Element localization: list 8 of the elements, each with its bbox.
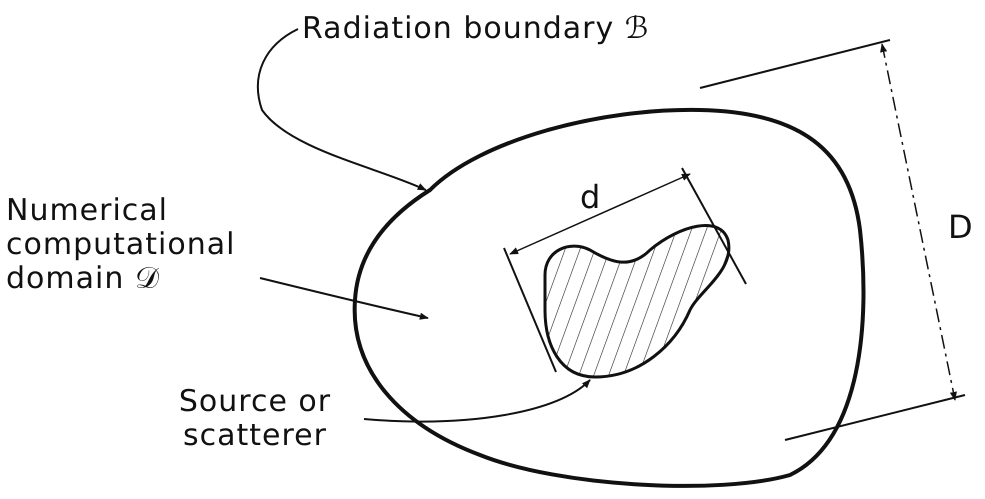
boundary-label: Radiation boundary ℬ: [302, 12, 650, 46]
dimension-label: d: [580, 178, 600, 216]
leader-arrow: [364, 379, 591, 422]
leader-arrow: [257, 28, 427, 191]
leader-arrow: [260, 277, 429, 320]
dimension-label: D: [948, 208, 973, 246]
scatterer-label: Source or scatterer: [178, 385, 332, 453]
domain-label: Numerical computational domain 𝒟: [6, 194, 236, 296]
